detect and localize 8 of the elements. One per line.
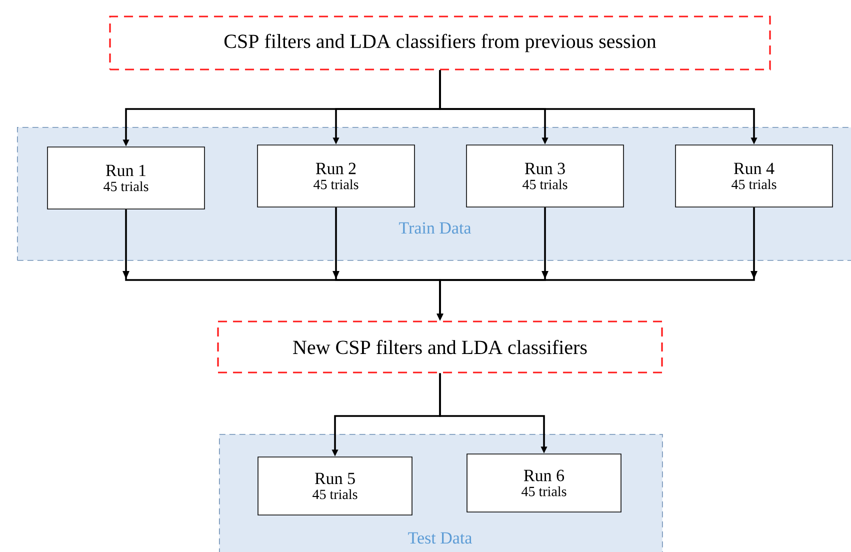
run-box: Run 5 45 trials xyxy=(258,456,412,516)
process-box: New CSP filters and LDA classifiers xyxy=(217,320,663,374)
run-box: Run 3 45 trials xyxy=(466,144,624,208)
process-box: CSP filters and LDA classifiers from previous session xyxy=(109,16,771,70)
run-box: Run 2 45 trials xyxy=(257,144,415,208)
run-box: Run 1 45 trials xyxy=(47,146,205,210)
run-box: Run 6 45 trials xyxy=(466,454,622,512)
run-box: Run 4 45 trials xyxy=(675,144,833,208)
